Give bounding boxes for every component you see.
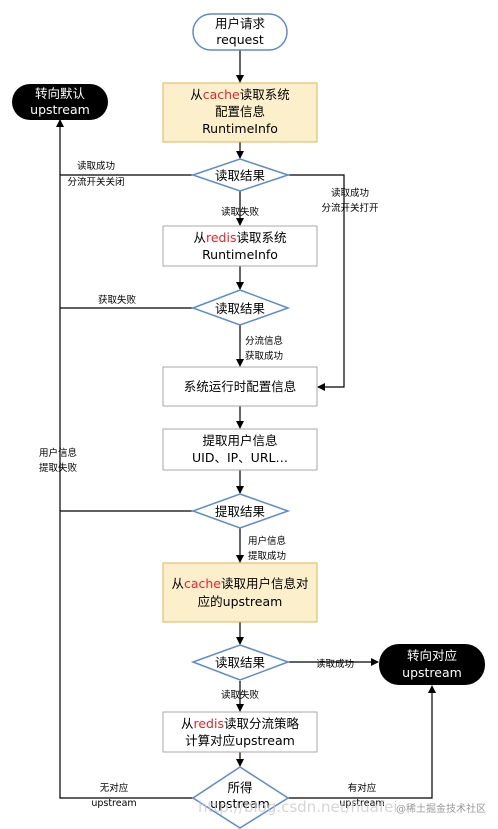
label-d2-down-2: 获取成功 <box>245 350 283 362</box>
label-d2-left: 获取失败 <box>98 294 137 306</box>
node-read-cache-runtime-shape <box>162 82 318 143</box>
decision-read-result-3: 读取结果 <box>190 644 291 681</box>
edge-decision5-right <box>288 685 436 799</box>
label-d1-right-1: 读取成功 <box>331 187 369 199</box>
watermark-url: http://blog.csdn.net/huafei <box>198 798 398 816</box>
label-d3-down-1: 用户信息 <box>248 535 286 547</box>
decision-obtained-upstream-shape <box>191 766 290 829</box>
node-read-redis-runtime: 从redis读取系统 RuntimeInfo <box>162 225 318 267</box>
label-d1-right-2: 分流开关打开 <box>321 202 379 214</box>
node-default-upstream-line1: 转向默认 <box>35 86 86 101</box>
decision-extract-result-shape <box>190 493 291 529</box>
watermark-juejin: @稀土掘金技术社区 <box>396 802 486 815</box>
label-d1-left-1: 读取成功 <box>77 160 115 172</box>
decision-obtained-upstream-line1: 所得 <box>227 780 252 795</box>
label-d1-left-2: 分流开关关闭 <box>67 176 124 188</box>
label-d3-down-2: 提取成功 <box>248 550 286 562</box>
node-default-upstream-shape <box>12 84 108 120</box>
node-read-redis-runtime-shape <box>162 225 318 267</box>
decision-read-result-3-label: 读取结果 <box>215 655 266 670</box>
label-d4-right: 读取成功 <box>316 658 354 670</box>
label-d2-down-1: 分流信息 <box>245 335 283 347</box>
decision-extract-result-label: 提取结果 <box>215 504 266 519</box>
decision-read-result-3-shape <box>190 644 291 681</box>
node-match-upstream-shape <box>379 644 485 685</box>
node-read-cache-runtime-line3: RuntimeInfo <box>202 121 278 136</box>
label-d1-down: 读取失败 <box>221 206 260 218</box>
node-read-cache-upstream-line1: 从cache读取用户信息对 <box>171 576 308 591</box>
node-default-upstream: 转向默认 upstream <box>12 84 108 120</box>
decision-read-result-1-label: 读取结果 <box>215 168 266 183</box>
label-d5-right-1: 有对应 <box>348 782 377 794</box>
node-start-shape <box>192 13 288 51</box>
node-read-redis-runtime-line1: 从redis读取系统 <box>193 230 286 245</box>
node-extract-user-info: 提取用户信息 UID、IP、URL… <box>162 428 318 471</box>
node-match-upstream-line1: 转向对应 <box>407 648 457 663</box>
node-read-cache-runtime-line2: 配置信息 <box>215 104 265 119</box>
node-start-line2: request <box>216 32 264 47</box>
decision-obtained-upstream: 所得 upstream <box>191 766 290 829</box>
node-default-upstream-line2: upstream <box>30 102 90 117</box>
node-read-cache-runtime: 从cache读取系统 配置信息 RuntimeInfo <box>162 82 318 143</box>
node-runtime-config-shape <box>162 366 318 407</box>
decision-extract-result: 提取结果 <box>190 493 291 529</box>
node-read-cache-upstream-line2: 应的upstream <box>198 594 283 609</box>
decision-read-result-2-label: 读取结果 <box>215 301 266 316</box>
label-d5-right-2: upstream <box>339 798 384 809</box>
decision-read-result-1-shape <box>190 158 291 192</box>
decision-read-result-2-shape <box>190 289 291 326</box>
decision-obtained-upstream-line2: upstream <box>210 796 270 811</box>
label-d3-left-2: 提取失败 <box>39 462 78 474</box>
node-extract-user-info-shape <box>162 428 318 471</box>
decision-read-result-1: 读取结果 <box>190 158 291 192</box>
node-extract-user-info-line2: UID、IP、URL… <box>192 450 288 465</box>
node-start-line1: 用户请求 <box>215 16 266 31</box>
edge-to-default-upstream <box>56 119 193 799</box>
label-d4-down: 读取失败 <box>221 689 260 701</box>
edges <box>56 50 436 799</box>
edge-labels: 读取成功 分流开关关闭 读取成功 分流开关打开 读取失败 获取失败 分流信息 获… <box>39 160 385 809</box>
node-extract-user-info-line1: 提取用户信息 <box>202 433 277 448</box>
label-d5-left-2: upstream <box>91 798 136 809</box>
node-read-cache-runtime-line1: 从cache读取系统 <box>190 87 290 102</box>
node-start: 用户请求 request <box>192 13 288 51</box>
node-read-redis-policy: 从redis读取分流策略 计算对应upstream <box>162 711 318 753</box>
node-read-redis-policy-line1: 从redis读取分流策略 <box>181 716 300 731</box>
node-runtime-config: 系统运行时配置信息 <box>162 366 318 407</box>
node-read-cache-upstream: 从cache读取用户信息对 应的upstream <box>162 562 318 623</box>
node-read-redis-policy-shape <box>162 711 318 753</box>
node-read-cache-upstream-shape <box>162 562 318 623</box>
label-d3-left-1: 用户信息 <box>39 447 77 459</box>
watermark: http://blog.csdn.net/huafei @稀土掘金技术社区 <box>198 798 486 816</box>
nodes: 用户请求 request 从cache读取系统 配置信息 RuntimeInfo… <box>12 13 485 829</box>
edge-decision1-right <box>288 174 345 391</box>
node-read-redis-policy-line2: 计算对应upstream <box>185 733 295 748</box>
label-d5-left-1: 无对应 <box>100 782 129 794</box>
node-runtime-config-label: 系统运行时配置信息 <box>184 379 297 394</box>
node-match-upstream: 转向对应 upstream <box>379 644 485 685</box>
node-read-redis-runtime-line2: RuntimeInfo <box>202 247 278 262</box>
decision-read-result-2: 读取结果 <box>190 289 291 326</box>
node-match-upstream-line2: upstream <box>402 665 462 680</box>
